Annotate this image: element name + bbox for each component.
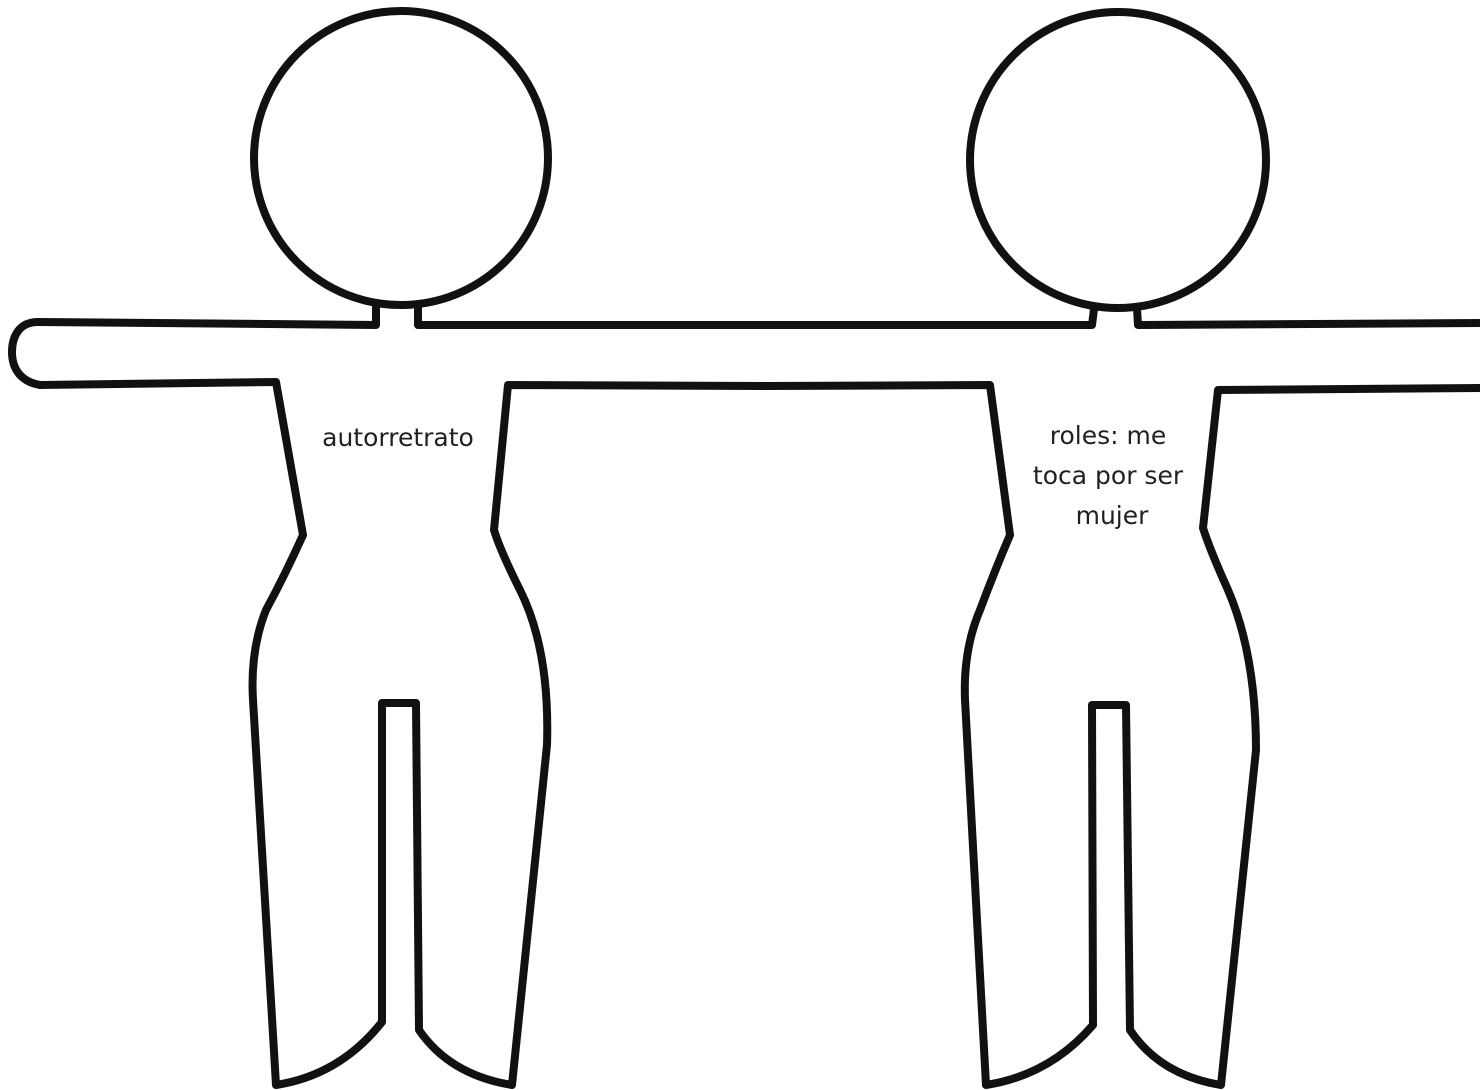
figure-right-label-line: toca por ser [1033, 461, 1184, 490]
figure-left [12, 11, 765, 1085]
figure-right-neck-left [765, 309, 1094, 325]
figure-left-label: autorretrato [322, 423, 474, 452]
figure-right-body-outline [765, 385, 1480, 1085]
figure-left-head [254, 11, 548, 305]
figure-right-head [970, 12, 1266, 308]
figure-right-label: roles: me toca por ser mujer [1033, 421, 1191, 530]
figure-right-neck-right [1137, 309, 1480, 325]
figure-right [765, 12, 1480, 1085]
figure-left-label-line: autorretrato [322, 423, 474, 452]
figure-right-label-line: roles: me [1050, 421, 1166, 450]
figure-left-neck-right [418, 307, 765, 325]
figure-right-label-line: mujer [1076, 501, 1150, 530]
